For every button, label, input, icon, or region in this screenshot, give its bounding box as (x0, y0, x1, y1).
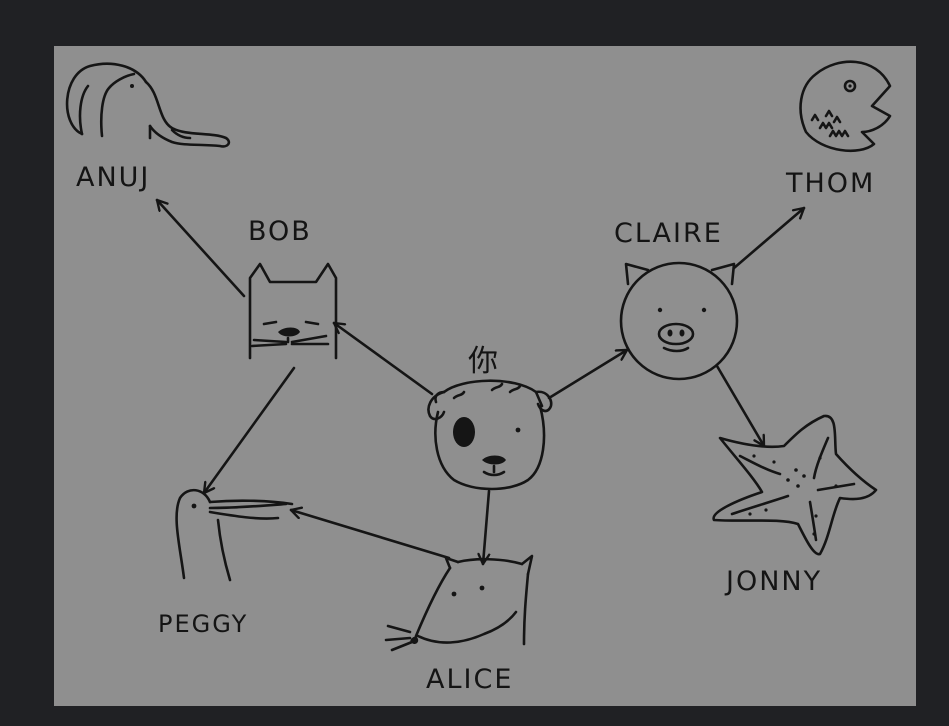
pig-icon (619, 261, 739, 381)
edge-claire-jonny (715, 364, 766, 448)
node-label-thom: THOM (786, 168, 876, 199)
diagram-panel: ANUJ BOB CLAIRE THOM 你 JONNY PEGGY ALICE (54, 46, 916, 706)
node-label-you: 你 (468, 344, 498, 379)
edge-alice-peggy (289, 510, 451, 560)
edges (155, 198, 806, 566)
graph-canvas (65, 60, 892, 652)
node-label-jonny: JONNY (726, 566, 823, 597)
node-label-bob: BOB (248, 216, 312, 247)
edge-you-claire (547, 348, 629, 400)
elephant-icon (65, 62, 231, 148)
rat-icon (384, 554, 534, 652)
node-label-anuj: ANUJ (76, 162, 151, 193)
node-label-peggy: PEGGY (158, 610, 249, 638)
edge-you-alice (483, 489, 489, 566)
edge-you-bob (332, 321, 434, 396)
dog-icon (427, 379, 553, 491)
cat-icon (248, 262, 338, 360)
node-label-alice: ALICE (426, 664, 514, 695)
fish-icon (799, 60, 892, 153)
node-label-claire: CLAIRE (614, 218, 723, 249)
duck-icon (175, 488, 294, 582)
edge-bob-anuj (155, 198, 246, 298)
starfish-icon (712, 414, 878, 556)
edge-bob-peggy (202, 366, 296, 495)
edge-claire-thom (732, 206, 806, 270)
